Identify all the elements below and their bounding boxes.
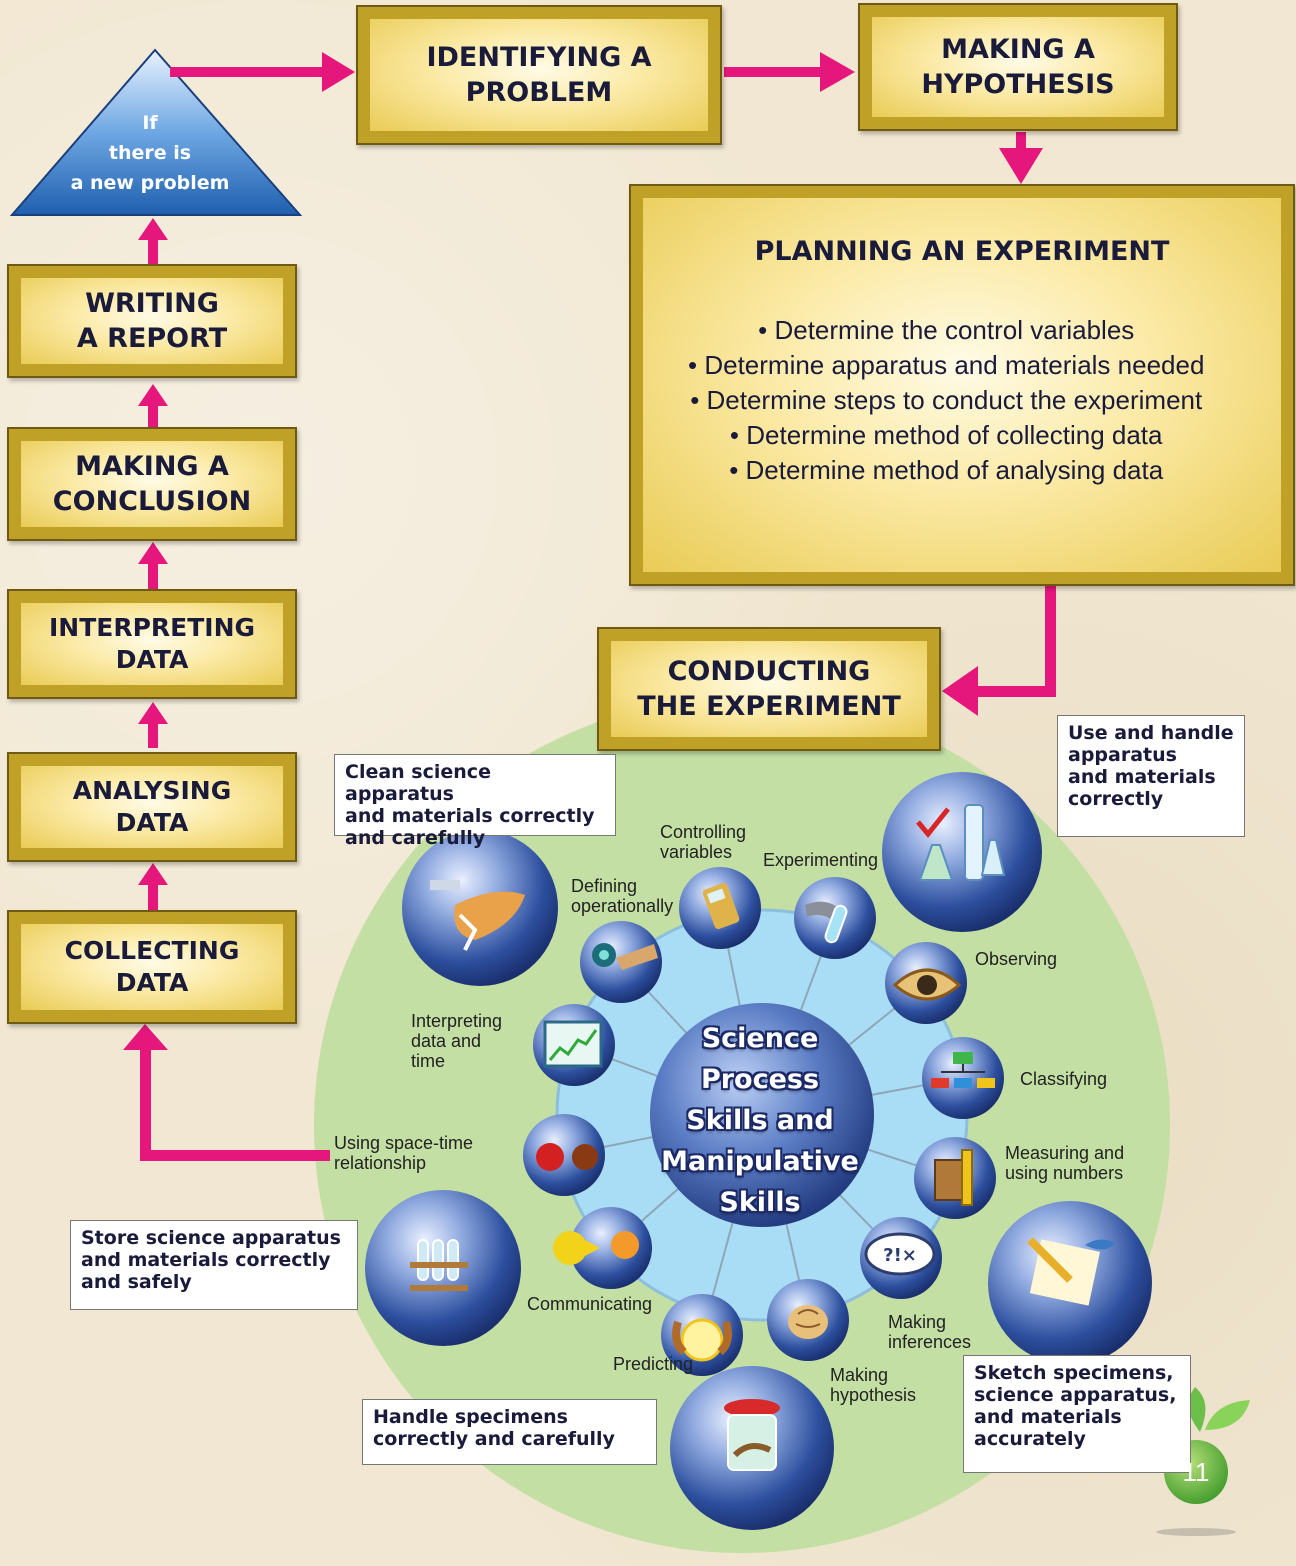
- step-conducting-experiment: CONDUCTING THE EXPERIMENT: [597, 627, 941, 751]
- skill-measuring: Measuring and using numbers: [1005, 1143, 1125, 1183]
- skill-interpreting-data: Interpreting data and time: [411, 1011, 503, 1071]
- test-tube-hand-icon: [805, 901, 848, 944]
- page-badge-shadow: [1156, 1528, 1236, 1536]
- step-interpreting-data: INTERPRETING DATA: [7, 589, 297, 699]
- apples-icon: [536, 1143, 598, 1171]
- pacman-faces-icon: [553, 1231, 639, 1266]
- eye-icon: [892, 968, 962, 1001]
- new-problem-triangle: [9, 48, 303, 216]
- pencil-drawing-icon: [1027, 1237, 1115, 1306]
- step-label: CONDUCTING THE EXPERIMENT: [637, 655, 901, 722]
- check-beaker-icon: [916, 804, 1006, 881]
- skill-making-hypothesis: Making hypothesis: [830, 1365, 917, 1405]
- step-label: MAKING A CONCLUSION: [52, 450, 252, 517]
- skill-observing: Observing: [975, 949, 1058, 969]
- tap-washing-icon: [430, 880, 525, 951]
- thought-bubble-icon: ?!×: [864, 1232, 936, 1276]
- planning-list: Determine the control variables Determin…: [688, 313, 1204, 488]
- skill-predicting: Predicting: [613, 1354, 694, 1374]
- line-graph-icon: [543, 1020, 603, 1068]
- step-label: IDENTIFYING A PROBLEM: [426, 41, 652, 108]
- step-label: WRITING A REPORT: [76, 287, 228, 354]
- crystal-ball-icon: [672, 1318, 732, 1362]
- skill-making-inferences: Making inferences: [888, 1312, 972, 1352]
- ruler-book-icon: [934, 1149, 973, 1206]
- skill-defining-operationally: Defining operationally: [571, 876, 674, 916]
- step-label: ANALYSING DATA: [72, 775, 232, 838]
- list-item: Determine steps to conduct the experimen…: [688, 383, 1204, 418]
- list-item: Determine method of analysing data: [688, 453, 1204, 488]
- skill-space-time: Using space-time relationship: [334, 1133, 474, 1173]
- svg-text:?!×: ?!×: [883, 1245, 917, 1266]
- list-item: Determine the control variables: [688, 313, 1204, 348]
- calculator-hand-icon: [702, 882, 740, 930]
- skill-experimenting: Experimenting: [763, 850, 879, 870]
- list-item: Determine method of collecting data: [688, 418, 1204, 453]
- new-problem-label: If there is a new problem: [70, 112, 230, 194]
- step-making-hypothesis: MAKING A HYPOTHESIS: [858, 3, 1178, 131]
- step-identifying-problem: IDENTIFYING A PROBLEM: [356, 5, 722, 145]
- note-use-handle-apparatus: Use and handle apparatus and materials c…: [1057, 715, 1245, 837]
- note-clean-apparatus: Clean science apparatus and materials co…: [334, 754, 616, 849]
- specimen-jar-icon: [724, 1399, 780, 1471]
- sphere-use-handle: [882, 772, 1042, 932]
- note-store-apparatus: Store science apparatus and materials co…: [70, 1220, 358, 1310]
- test-tube-rack-icon: [410, 1239, 468, 1291]
- note-handle-specimens: Handle specimens correctly and carefully: [362, 1399, 657, 1465]
- list-item: Determine apparatus and materials needed: [688, 348, 1204, 383]
- step-planning-experiment: PLANNING AN EXPERIMENT Determine the con…: [629, 184, 1295, 586]
- sphere-space-time: [523, 1114, 605, 1196]
- skill-controlling-variables: Controlling variables: [660, 822, 747, 862]
- step-label: MAKING A HYPOTHESIS: [921, 33, 1115, 100]
- step-label: INTERPRETING DATA: [48, 612, 256, 675]
- step-writing-report: WRITING A REPORT: [7, 264, 297, 378]
- step-analysing-data: ANALYSING DATA: [7, 752, 297, 862]
- center-title: Science Process Skills and Manipulative …: [661, 1023, 859, 1218]
- step-label: COLLECTING DATA: [64, 935, 240, 998]
- skill-classifying: Classifying: [1020, 1069, 1108, 1089]
- step-collecting-data: COLLECTING DATA: [7, 910, 297, 1024]
- brain-icon: [788, 1305, 828, 1339]
- step-making-conclusion: MAKING A CONCLUSION: [7, 427, 297, 541]
- flow-arrows: [123, 52, 1056, 1161]
- planning-title: PLANNING AN EXPERIMENT: [754, 236, 1170, 267]
- sphere-communicating: [570, 1207, 652, 1289]
- note-sketch-specimens: Sketch specimens, science apparatus, and…: [963, 1355, 1191, 1473]
- skill-communicating: Communicating: [527, 1294, 653, 1314]
- leaf-sprout-icon: [1188, 1387, 1250, 1432]
- org-chart-icon: [931, 1052, 995, 1088]
- page-number: 11: [1182, 1457, 1210, 1487]
- center-sphere: [650, 1003, 874, 1227]
- touch-target-icon: [592, 943, 658, 970]
